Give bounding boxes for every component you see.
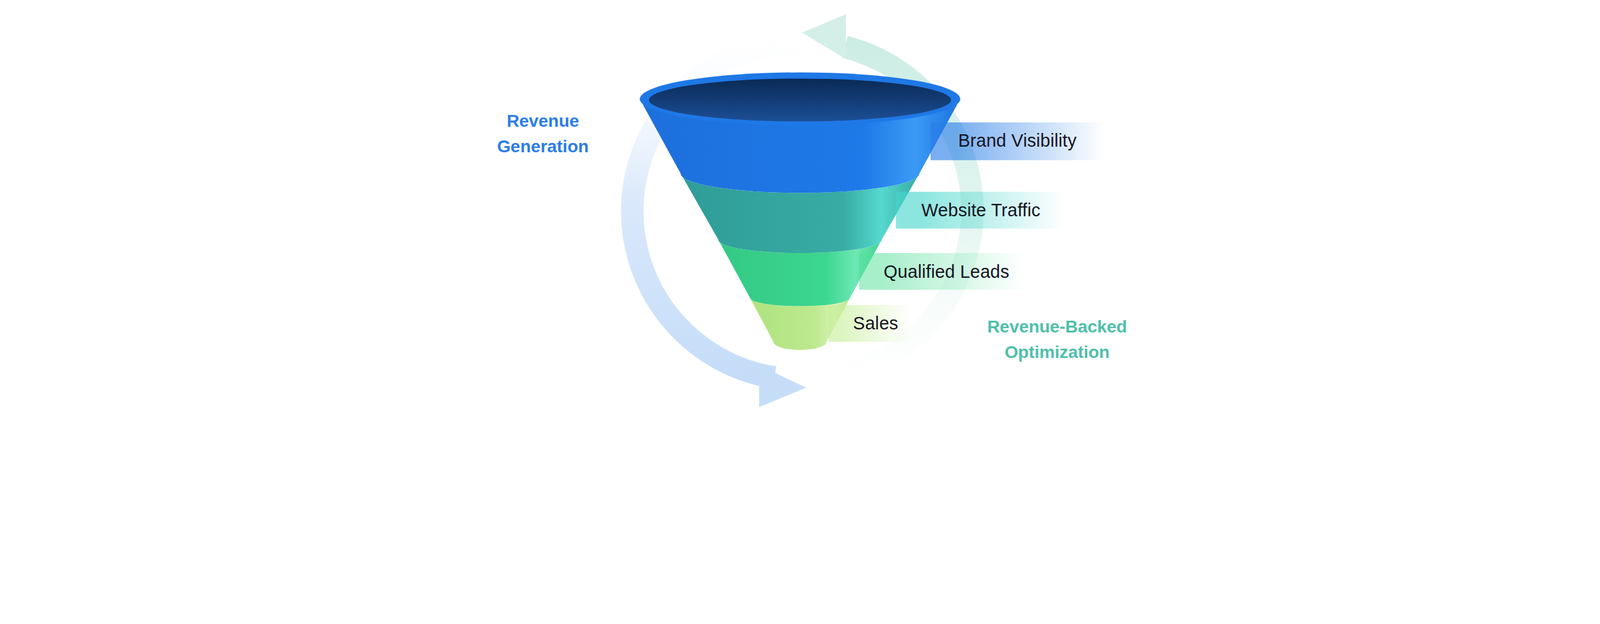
funnel-stage-label: Sales (828, 305, 913, 342)
funnel-opening (648, 78, 952, 122)
stage-text: Brand Visibility (957, 130, 1077, 152)
funnel-stage-label: Brand Visibility (930, 122, 1104, 161)
funnel-stage-label: Website Traffic (895, 192, 1066, 229)
cycle-label: Revenue-Backed Optimization (960, 314, 1155, 366)
cycle-label: Revenue Generation (476, 108, 610, 160)
stage-text: Sales (852, 312, 899, 334)
funnel-stage-label: Qualified Leads (859, 252, 1025, 290)
stage-text: Qualified Leads (883, 260, 1010, 282)
cycle-arrowhead (758, 365, 807, 408)
cycle-arrowhead (801, 14, 846, 60)
stage-text: Website Traffic (921, 199, 1040, 221)
funnel-rim (639, 72, 960, 126)
